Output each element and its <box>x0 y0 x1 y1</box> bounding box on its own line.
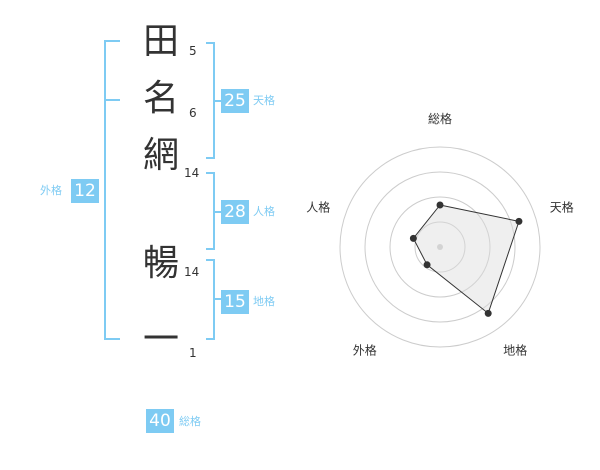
radar-rings <box>339 146 541 348</box>
radar-ring-2 <box>389 196 491 298</box>
radar-point-3 <box>484 309 492 317</box>
jin-kaku-label: 人格 <box>253 205 275 218</box>
ten-kaku-value: 25 <box>221 89 249 113</box>
stroke-count-3: 14 <box>184 166 200 180</box>
jin-kaku-bracket-tick <box>213 211 221 213</box>
radar-axis-label-4: 外格 <box>353 343 377 358</box>
chi-kaku-bracket-tick <box>213 298 221 300</box>
radar-point-4 <box>423 261 431 269</box>
stroke-count-4: 14 <box>184 265 200 279</box>
name-char-3: 網 <box>142 135 179 176</box>
radar-ring-1 <box>414 221 466 273</box>
jin-kaku-value: 28 <box>221 200 249 224</box>
name-char-2: 名 <box>142 78 179 119</box>
sou-kaku-value: 40 <box>146 409 174 433</box>
radar-polygon-group <box>409 201 523 317</box>
name-char-5: 一 <box>142 319 179 360</box>
ten-kaku-label: 天格 <box>253 94 275 107</box>
radar-point-5 <box>409 234 417 242</box>
ten-kaku-bracket-tick <box>213 100 221 102</box>
gai-kaku-bracket-inner-tick <box>104 99 120 101</box>
stroke-count-2: 6 <box>189 106 197 120</box>
name-char-4: 暢 <box>142 243 179 284</box>
radar-ring-3 <box>364 171 516 323</box>
stroke-count-5: 1 <box>189 346 197 360</box>
gai-kaku-value: 12 <box>71 179 99 203</box>
radar-point-2 <box>515 217 523 225</box>
radar-axis-label-3: 地格 <box>503 343 527 358</box>
gai-kaku-bracket <box>104 40 120 340</box>
radar-axis-label-1: 総格 <box>428 111 452 126</box>
name-char-1: 田 <box>142 21 179 62</box>
radar-ring-4 <box>339 146 541 348</box>
radar-polygon <box>412 204 520 315</box>
chi-kaku-label: 地格 <box>253 295 275 308</box>
radar-axis-label-5: 人格 <box>306 199 330 214</box>
stroke-count-1: 5 <box>189 44 197 58</box>
chi-kaku-value: 15 <box>221 290 249 314</box>
sou-kaku-label: 総格 <box>179 415 201 428</box>
radar-axis-label-2: 天格 <box>550 199 574 214</box>
gai-kaku-label: 外格 <box>40 184 62 197</box>
radar-point-1 <box>436 201 444 209</box>
radar-center-dot <box>437 244 443 250</box>
